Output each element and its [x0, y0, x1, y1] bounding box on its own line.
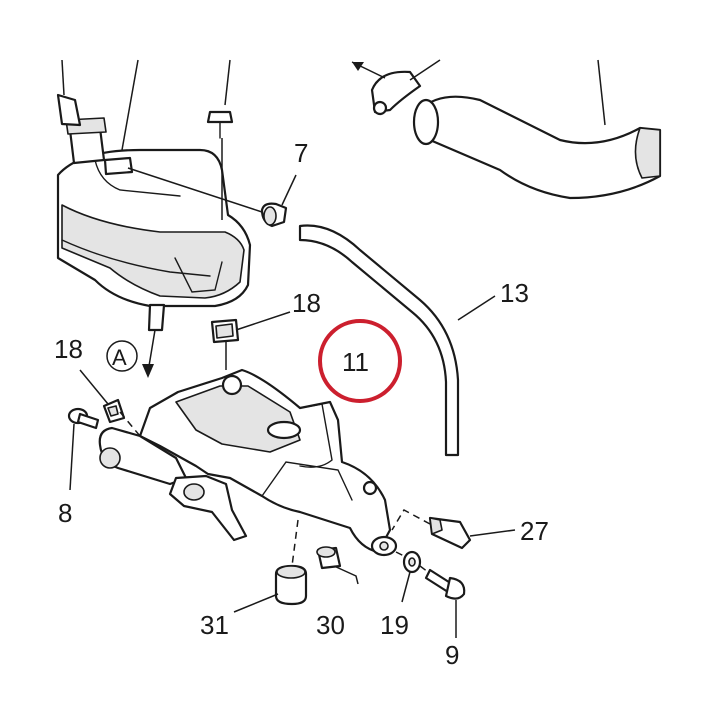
callout-13: 13 [500, 278, 529, 308]
leader-19 [401, 571, 411, 603]
callout-11: 11 [342, 347, 369, 377]
leader-hose [597, 59, 606, 126]
part-27-connector [428, 516, 472, 550]
mounting-bracket [98, 368, 398, 557]
radiator-hose [370, 70, 662, 200]
part-30-sleeve [316, 546, 342, 570]
arrow-head-view-a [142, 364, 154, 378]
leader-8 [69, 423, 75, 491]
leader-13 [457, 295, 496, 321]
leader-30 [333, 565, 359, 585]
leader-27 [469, 529, 516, 537]
callout-18-lower: 18 [54, 334, 83, 364]
callout-31: 31 [200, 610, 229, 640]
leader-clip [409, 59, 441, 81]
overflow-hose [260, 202, 460, 457]
clip-18-lower [102, 398, 126, 424]
leader-18-upper [235, 311, 291, 331]
coolant-reservoir [56, 93, 252, 332]
leader-7 [281, 174, 297, 206]
dash-31 [291, 519, 299, 567]
part-9-bolt [424, 568, 466, 600]
dash-9 [419, 565, 429, 573]
view-a-label: A [112, 345, 127, 370]
leader-bolt [224, 59, 231, 106]
arrow-head-clip [352, 62, 364, 71]
callout-19: 19 [380, 610, 409, 640]
leader-reservoir-left [61, 59, 65, 96]
leader-18-lower [79, 369, 109, 405]
dash-19 [395, 551, 405, 557]
highlight-ring-11 [318, 319, 402, 403]
leader-31 [233, 593, 279, 613]
dash-27 [391, 509, 431, 531]
view-a-circle [106, 340, 138, 372]
callout-30: 30 [316, 610, 345, 640]
callout-8: 8 [58, 498, 72, 528]
dash-clip-lower [119, 411, 141, 437]
leader-reservoir [121, 59, 139, 151]
callout-7: 7 [294, 138, 308, 168]
callout-18-upper: 18 [292, 288, 321, 318]
leader-spigot [127, 167, 263, 213]
part-31-mount [274, 564, 308, 606]
callout-9: 9 [445, 640, 459, 670]
callout-27: 27 [520, 516, 549, 546]
part-8-bolt [67, 407, 100, 430]
part-19-washer [402, 550, 422, 574]
clip-18-upper [210, 318, 240, 344]
